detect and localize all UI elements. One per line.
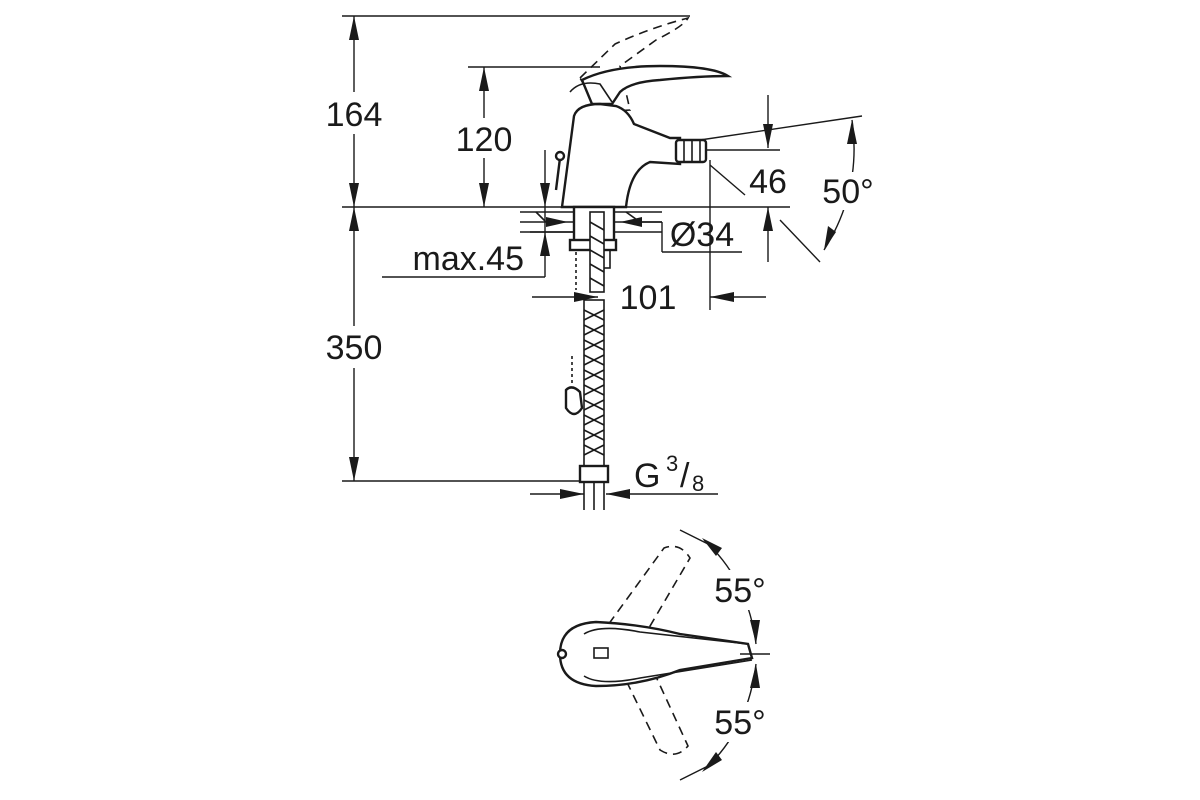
lever-raised-outline <box>578 16 690 113</box>
dimension-350: 350 <box>318 207 390 481</box>
label-120: 120 <box>456 121 513 159</box>
lever <box>580 64 733 106</box>
top-view: 55° 55° <box>556 529 776 781</box>
dimension-connection-thread: G 3 / 8 <box>530 451 718 499</box>
dimension-164: 164 <box>318 16 390 207</box>
label-max-45: max.45 <box>413 240 525 278</box>
dimension-120: 120 <box>448 67 520 207</box>
body <box>560 102 682 209</box>
label-46: 46 <box>749 163 787 201</box>
label-55-upper: 55° <box>714 572 765 610</box>
pop-up-knob <box>556 648 568 660</box>
label-55-lower: 55° <box>714 704 765 742</box>
label-thread-denominator: 8 <box>692 471 704 496</box>
cartridge-cap <box>569 82 613 103</box>
side-view: 164 120 350 max.45 <box>318 15 882 510</box>
label-hole-diameter: Ø34 <box>670 216 734 254</box>
lever-left-swing-outline <box>599 545 691 651</box>
body-top <box>558 620 754 688</box>
faucet-body-side <box>520 16 733 269</box>
label-101: 101 <box>620 279 677 317</box>
label-164: 164 <box>326 96 383 134</box>
dimension-50-degrees: 50° <box>699 115 882 263</box>
label-thread-numerator: 3 <box>666 451 678 476</box>
second-hose-upper <box>589 211 605 293</box>
dimension-hole-diameter: Ø34 <box>520 216 742 254</box>
label-thread-slash: / <box>680 457 690 495</box>
label-350: 350 <box>326 329 383 367</box>
label-thread-g: G <box>634 457 660 495</box>
pop-up-chain <box>564 252 584 416</box>
dimension-max-45: max.45 <box>382 150 580 278</box>
pop-up-rod <box>554 157 562 191</box>
dimension-101: 101 <box>532 160 766 317</box>
connection-nut <box>578 464 610 484</box>
lever-right-swing-outline <box>619 667 689 755</box>
drain-plug <box>564 386 584 416</box>
logo-mark <box>593 647 609 659</box>
dimension-55-lower: 55° <box>679 663 776 781</box>
dimension-55-upper: 55° <box>679 529 776 655</box>
flexible-hose <box>578 299 610 510</box>
label-50-degrees: 50° <box>822 173 873 211</box>
aerator <box>674 138 708 164</box>
lever-top-outline <box>583 627 753 683</box>
